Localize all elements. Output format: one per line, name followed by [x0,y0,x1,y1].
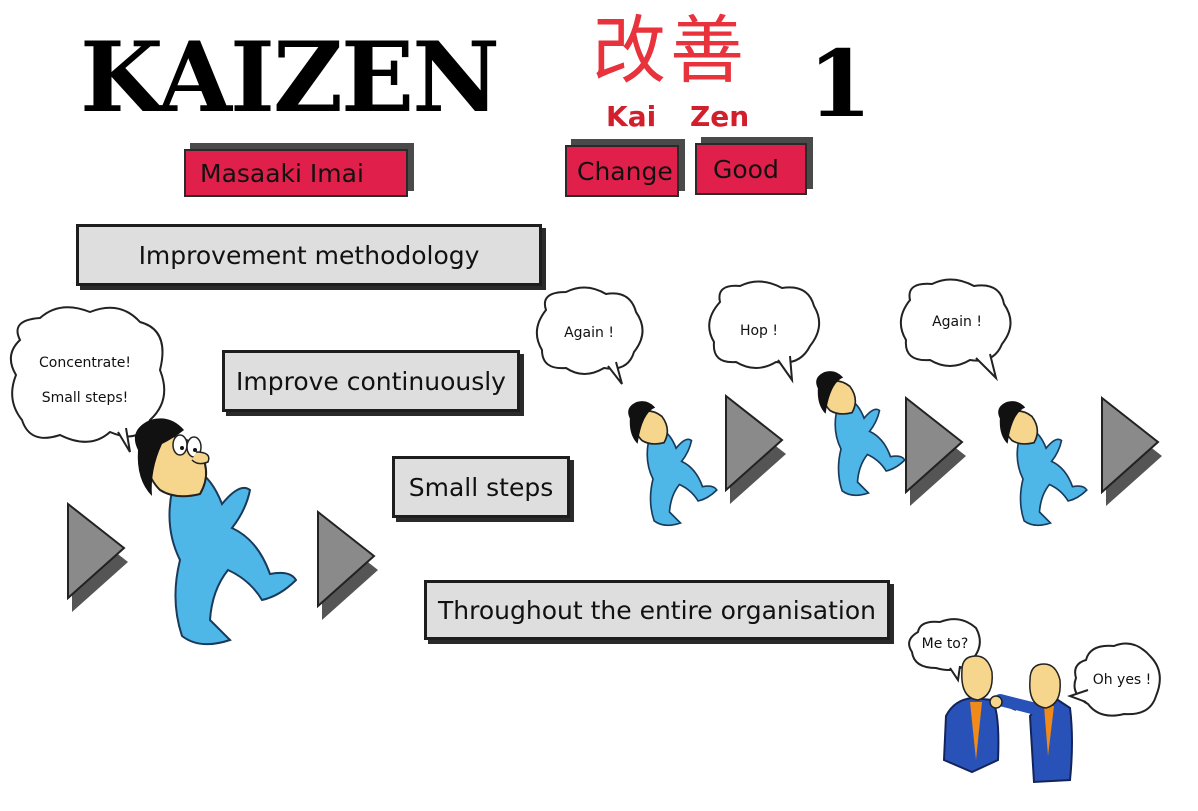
thought-bubble-again-1 [535,286,644,385]
tag-change: Change [565,145,679,197]
step-small-steps: Small steps [392,456,570,518]
running-figure-small [816,371,906,497]
running-figure-small [998,401,1088,527]
kaizen-kanji: 改善 [592,8,748,94]
thought-bubble-again-2 [899,278,1012,382]
bubble-text-hop: Hop ! [739,323,779,339]
bubble-text-again-2: Again ! [932,314,982,330]
running-figure-small [628,401,718,527]
romaji-kai: Kai [606,100,657,133]
thought-bubble-hop [708,280,821,384]
running-figure-main [134,418,298,646]
thought-bubble-main [9,306,166,453]
arrow-icon [1101,397,1163,507]
romaji-zen: Zen [690,100,750,133]
arrow-icon [905,397,967,507]
arrow-icon [725,395,787,505]
tag-good: Good [695,143,807,195]
bubble-text-small-steps: Small steps! [41,390,129,406]
bubble-text-concentrate: Concentrate! [39,355,131,371]
step-improve-continuously: Improve continuously [222,350,520,412]
arrow-icon [317,511,379,621]
tag-author: Masaaki Imai [184,149,408,197]
thought-bubble-oh-yes [1067,642,1161,717]
step-entire-organisation: Throughout the entire organisation [424,580,890,640]
arrow-icon [67,503,129,613]
businessman-left [942,655,1017,774]
part-number: 1 [808,30,873,138]
step-improvement-methodology: Improvement methodology [76,224,542,286]
bubble-text-again-1: Again ! [564,325,614,341]
businessman-right [989,663,1073,784]
bubble-text-me-to: Me to? [921,636,969,652]
page-title: KAIZEN [80,21,500,134]
bubble-text-oh-yes: Oh yes ! [1092,672,1152,688]
